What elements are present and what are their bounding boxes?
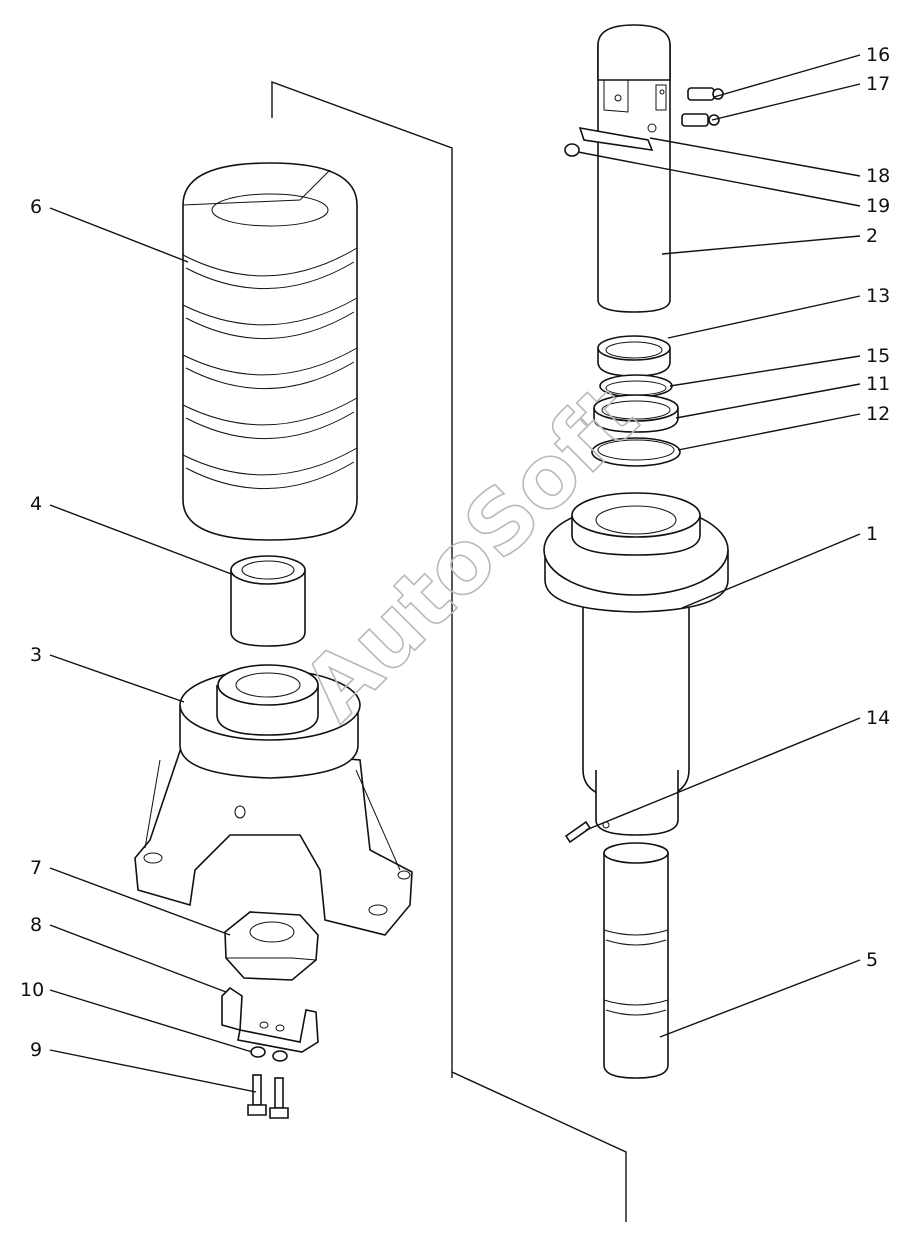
part-label-13: 13 — [866, 285, 890, 307]
part-label-11: 11 — [866, 373, 890, 395]
part-label-18: 18 — [866, 165, 890, 187]
part-label-14: 14 — [866, 707, 890, 729]
part-label-19: 19 — [866, 195, 890, 217]
bracket-clip — [221, 986, 319, 1053]
washers — [250, 1046, 288, 1062]
backup-ring — [591, 437, 681, 467]
part-label-9: 9 — [30, 1039, 42, 1061]
part-label-7: 7 — [30, 857, 42, 879]
part-label-10: 10 — [20, 979, 44, 1001]
assembly-bracket — [271, 80, 627, 1222]
part-label-6: 6 — [30, 196, 42, 218]
part-label-4: 4 — [30, 493, 42, 515]
ring-pin — [564, 143, 580, 157]
piston-housing — [543, 492, 729, 836]
mounting-plate — [578, 123, 657, 151]
leader-lines — [49, 54, 861, 1093]
piston-rod — [603, 842, 669, 1079]
part-label-12: 12 — [866, 403, 890, 425]
roll-pin — [564, 820, 592, 844]
part-label-17: 17 — [866, 73, 890, 95]
hose-fittings — [681, 87, 724, 127]
bolts — [247, 1074, 289, 1119]
part-label-8: 8 — [30, 914, 42, 936]
bushing — [230, 555, 306, 647]
cylinder-body — [597, 24, 671, 313]
coil-spring — [182, 162, 358, 541]
part-label-5: 5 — [866, 949, 878, 971]
part-label-1: 1 — [866, 523, 878, 545]
part-number-labels: 6 4 3 7 8 10 9 16 17 18 19 2 13 15 11 12… — [20, 44, 890, 1061]
seal-ring-top — [597, 335, 671, 377]
guide-ring — [593, 394, 679, 433]
part-label-15: 15 — [866, 345, 890, 367]
hex-nut — [224, 911, 319, 981]
part-label-16: 16 — [866, 44, 890, 66]
part-label-3: 3 — [30, 644, 42, 666]
part-label-2: 2 — [866, 225, 878, 247]
base-housing — [134, 664, 413, 936]
